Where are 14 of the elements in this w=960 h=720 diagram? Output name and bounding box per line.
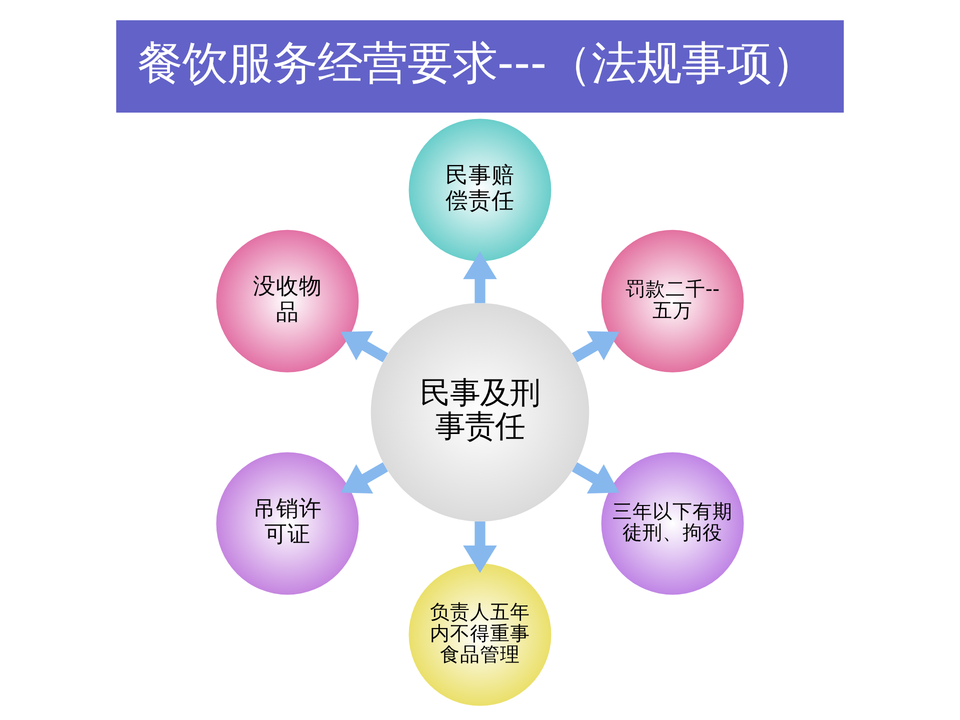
- diagram-title: 餐饮服务经营要求---（法规事项）: [137, 36, 817, 90]
- arrow: [463, 522, 497, 574]
- node-circle: 吊销许可证: [216, 452, 359, 595]
- node-circle: 没收物品: [216, 230, 359, 372]
- node-circle: 民事赔偿责任: [408, 118, 552, 262]
- node-circle: 负责人五年内不得重事食品管理: [408, 563, 552, 706]
- arrow: [572, 462, 620, 494]
- arrow: [340, 462, 388, 494]
- node-circle: 罚款二千--五万: [601, 230, 744, 372]
- arrow: [463, 252, 497, 304]
- node-circle: 三年以下有期徒刑、拘役: [601, 452, 744, 595]
- node-circle: 民事及刑事责任: [370, 303, 590, 522]
- arrow: [340, 331, 388, 362]
- arrow: [572, 331, 620, 362]
